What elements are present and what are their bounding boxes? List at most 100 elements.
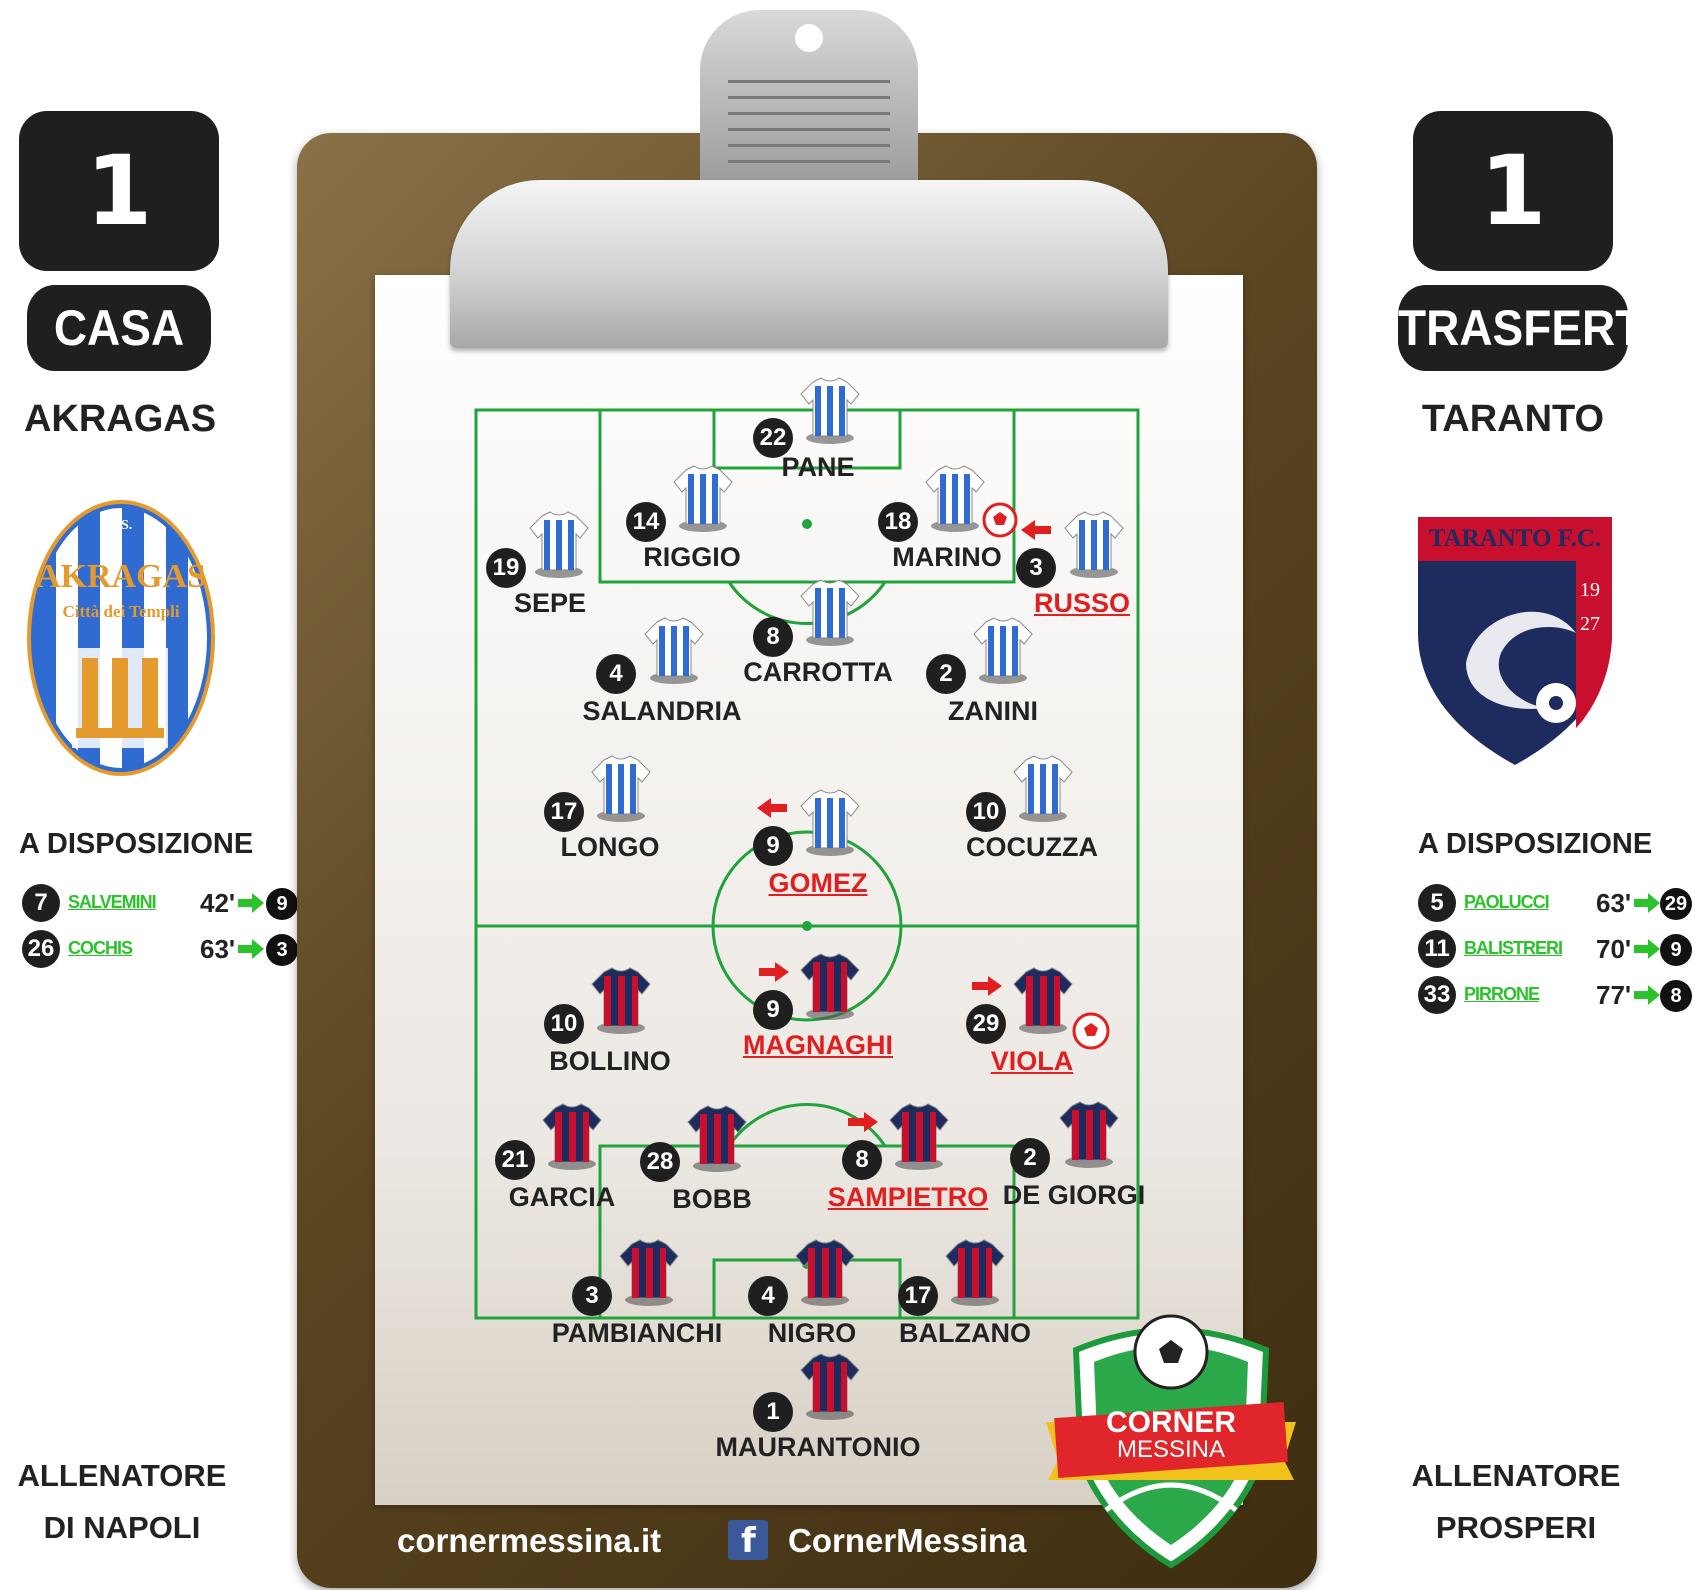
player-name[interactable]: GARCIA xyxy=(508,1182,616,1212)
player-name[interactable]: MAGNAGHI xyxy=(743,1030,893,1060)
player-number: 10 xyxy=(544,1004,584,1044)
player-shirt-icon xyxy=(666,464,736,534)
away-bench-title: A DISPOSIZIONE xyxy=(1418,828,1653,860)
player-shirt-icon xyxy=(882,1102,952,1172)
player-name[interactable]: COCUZZA xyxy=(966,832,1098,862)
sub-out-arrow-icon xyxy=(848,1110,878,1139)
player-shirt-icon xyxy=(612,1238,682,1308)
player-number: 9 xyxy=(753,990,793,1030)
bench-player-name[interactable]: COCHIS xyxy=(68,938,133,958)
player-number: 1 xyxy=(753,1392,793,1432)
player-shirt-icon xyxy=(788,1238,858,1308)
player-shirt-icon xyxy=(1006,754,1076,824)
player-shirt-icon xyxy=(584,754,654,824)
player-name[interactable]: GOMEZ xyxy=(768,868,868,898)
player-name[interactable]: MAURANTONIO xyxy=(715,1432,921,1462)
bench-number: 11 xyxy=(1418,930,1456,968)
clip-ridge xyxy=(728,144,890,147)
away-bench-row: 11 BALISTRERI 70' 9 xyxy=(1418,930,1694,970)
sub-in-arrow-icon xyxy=(1634,985,1660,1005)
player-number: 4 xyxy=(748,1276,788,1316)
player-name[interactable]: CARROTTA xyxy=(743,657,893,687)
player-number: 3 xyxy=(572,1276,612,1316)
sub-in-arrow-icon xyxy=(238,939,264,959)
player-name[interactable]: BALZANO xyxy=(899,1318,1031,1348)
sub-minute: 77' xyxy=(1596,980,1632,1010)
away-coach: ALLENATORE PROSPERI xyxy=(1386,1450,1646,1554)
player-name[interactable]: SALANDRIA xyxy=(582,696,742,726)
player-number: 22 xyxy=(753,418,793,458)
bench-player-name[interactable]: SALVEMINI xyxy=(68,892,157,912)
player-number: 2 xyxy=(1010,1138,1050,1178)
player-name[interactable]: BOLLINO xyxy=(549,1046,671,1076)
home-label: CASA xyxy=(27,285,211,371)
bench-player-name[interactable]: PIRRONE xyxy=(1464,984,1540,1004)
player-name[interactable]: PAMBIANCHI xyxy=(551,1318,723,1348)
sub-in-arrow-icon xyxy=(238,893,264,913)
home-bench-row: 26 COCHIS 63' 3 xyxy=(22,930,302,970)
player-name[interactable]: MARINO xyxy=(892,542,1002,572)
player-shirt-icon xyxy=(1057,510,1127,580)
taranto-logo-year: 1927 xyxy=(1580,579,1600,635)
player-name[interactable]: DE GIORGI xyxy=(1002,1180,1146,1210)
player-shirt-icon xyxy=(966,616,1036,686)
player-name[interactable]: NIGRO xyxy=(767,1318,857,1348)
player-shirt-icon xyxy=(1006,966,1076,1036)
player-name[interactable]: ZANINI xyxy=(948,696,1038,726)
away-coach-label: ALLENATORE xyxy=(1411,1458,1621,1493)
player-number: 10 xyxy=(966,792,1006,832)
facebook-icon: f xyxy=(728,1520,768,1561)
player-shirt-icon xyxy=(535,1102,605,1172)
player-number: 14 xyxy=(626,502,666,542)
bench-number: 26 xyxy=(22,930,60,968)
player-name[interactable]: RIGGIO xyxy=(643,542,741,572)
player-name[interactable]: BOBB xyxy=(672,1184,752,1214)
player-number: 2 xyxy=(926,654,966,694)
goal-ball-icon xyxy=(982,502,1018,543)
player-name[interactable]: VIOLA xyxy=(990,1046,1074,1076)
website-link[interactable]: cornermessina.it xyxy=(397,1522,662,1559)
player-name[interactable]: PANE xyxy=(781,452,855,482)
home-team-name: AKRAGAS xyxy=(23,398,217,440)
player-shirt-icon xyxy=(793,788,863,858)
player-name[interactable]: LONGO xyxy=(560,832,660,862)
player-number: 8 xyxy=(842,1140,882,1180)
player-number: 19 xyxy=(486,548,526,588)
bench-player-name[interactable]: PAOLUCCI xyxy=(1464,892,1550,912)
goal-ball-icon xyxy=(1072,1012,1110,1055)
away-bench-row: 33 PIRRONE 77' 8 xyxy=(1418,976,1694,1016)
akragas-logo-ss: S.S. xyxy=(109,518,133,533)
player-number: 28 xyxy=(640,1142,680,1182)
player-shirt-icon xyxy=(793,376,863,446)
home-coach-label: ALLENATORE xyxy=(17,1458,227,1493)
home-bench-row: 7 SALVEMINI 42' 9 xyxy=(22,884,302,924)
replaced-number: 3 xyxy=(266,934,298,966)
sub-out-arrow-icon xyxy=(759,960,789,989)
brand-line1: CORNER xyxy=(1105,1406,1236,1439)
facebook-link[interactable]: CornerMessina xyxy=(788,1522,1027,1559)
pitch xyxy=(474,408,1140,1320)
player-shirt-icon xyxy=(584,966,654,1036)
bench-number: 33 xyxy=(1418,976,1456,1014)
replaced-number: 9 xyxy=(1660,934,1692,966)
player-name[interactable]: SAMPIETRO xyxy=(827,1182,989,1212)
bench-player-name[interactable]: BALISTRERI xyxy=(1464,938,1563,958)
clip-ridge xyxy=(728,160,890,163)
corner-messina-logo: CORNER MESSINA xyxy=(1036,1310,1306,1570)
player-name[interactable]: RUSSO xyxy=(1033,588,1131,618)
player-shirt-icon xyxy=(938,1238,1008,1308)
player-shirt-icon xyxy=(793,952,863,1022)
player-name[interactable]: SEPE xyxy=(513,588,587,618)
sub-in-arrow-icon xyxy=(1634,893,1660,913)
bench-number: 7 xyxy=(22,884,60,922)
player-number: 8 xyxy=(753,617,793,657)
away-coach-name: PROSPERI xyxy=(1435,1510,1597,1545)
clip-ridge xyxy=(728,96,890,99)
clip-hole xyxy=(795,24,823,52)
sub-out-arrow-icon xyxy=(757,796,787,825)
player-number: 9 xyxy=(753,826,793,866)
clip-base xyxy=(450,180,1168,348)
taranto-logo: TARANTO F.C. 1927 xyxy=(1406,503,1624,779)
sub-minute: 63' xyxy=(1596,888,1632,918)
bench-number: 5 xyxy=(1418,884,1456,922)
